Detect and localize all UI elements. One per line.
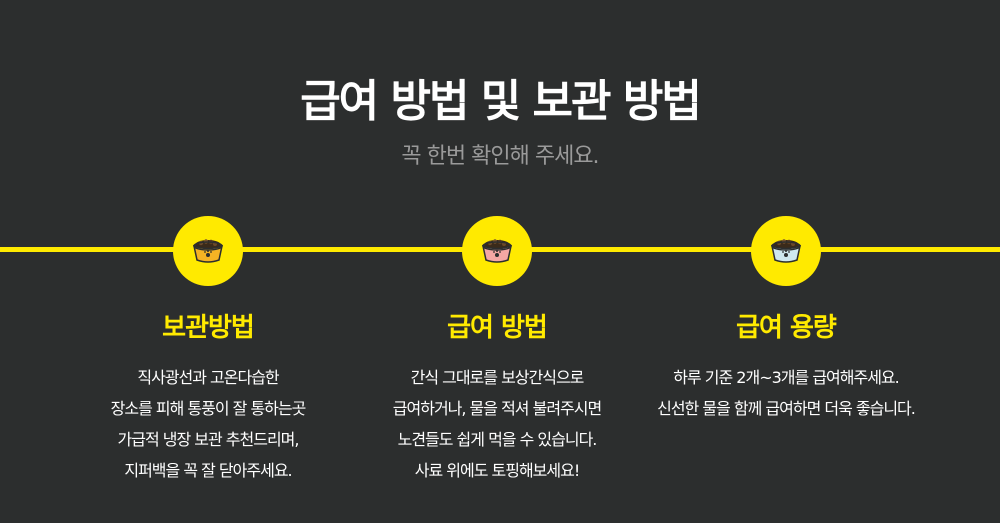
step-3-line: 하루 기준 2개~3개를 급여해주세요. [673,368,899,387]
food-bowl-icon [481,239,513,263]
step-1-line: 가급적 냉장 보관 추천드리며, [117,430,300,449]
step-2-line: 노견들도 쉽게 먹을 수 있습니다. [397,430,598,449]
step-1-line: 직사광선과 고온다습한 [137,368,279,387]
step-3-title: 급여 용량 [736,313,837,343]
section-subtitle: 꼭 한번 확인해 주세요. [401,144,599,169]
step-3-circle [751,216,821,286]
step-2-title: 급여 방법 [447,313,548,343]
step-2-line: 급여하거나, 물을 적셔 불려주시면 [392,399,602,418]
food-bowl-icon [770,239,802,263]
section-title: 급여 방법 및 보관 방법 [300,76,702,127]
step-1-line: 지퍼백을 꼭 잘 닫아주세요. [124,461,292,480]
food-bowl-icon [192,239,224,263]
step-1-description: 직사광선과 고온다습한 장소를 피해 통풍이 잘 통하는곳 가급적 냉장 보관 … [48,362,368,486]
step-1-title: 보관방법 [162,313,255,343]
step-2-line: 사료 위에도 토핑해보세요! [414,461,581,480]
step-2-line: 간식 그대로를 보상간식으로 [410,368,585,387]
step-2-circle [462,216,532,286]
step-2-description: 간식 그대로를 보상간식으로 급여하거나, 물을 적셔 불려주시면 노견들도 쉽… [337,362,657,486]
step-3-description: 하루 기준 2개~3개를 급여해주세요. 신선한 물을 함께 급여하면 더욱 좋… [626,362,946,424]
step-1-circle [173,216,243,286]
step-1-line: 장소를 피해 통풍이 잘 통하는곳 [110,399,307,418]
step-3-line: 신선한 물을 함께 급여하면 더욱 좋습니다. [657,399,916,418]
